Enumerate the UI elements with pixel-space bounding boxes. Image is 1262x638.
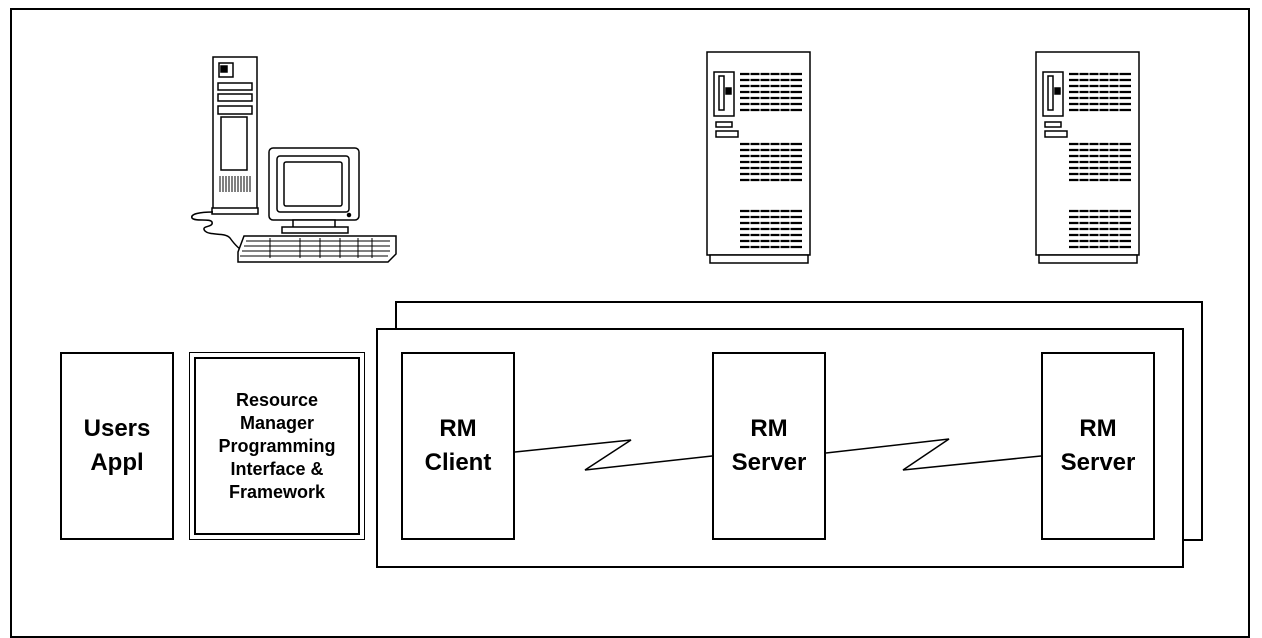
rm-client-box: RM Client [401,352,515,540]
client-server-link [514,439,713,471]
server-tower-icon [706,51,811,264]
framework-line-1: Resource [235,389,319,410]
rm-server-box-1: RM Server [712,352,826,540]
connection-lines [514,438,1042,471]
server-tower-icon [1035,51,1140,264]
framework-line-2: Manager [239,412,315,433]
server-server-link [825,438,1042,471]
framework-box: Resource Manager Programming Interface &… [189,352,365,540]
rm-server-1-line-1: RM [750,415,788,442]
rm-server-box-2: RM Server [1041,352,1155,540]
framework-line-3: Programming [218,435,336,456]
rm-server-2-line-2: Server [1060,449,1136,476]
workstation-icon [191,56,397,263]
framework-line-5: Framework [228,481,326,502]
rm-client-line-2: Client [424,449,492,476]
rm-client-line-1: RM [439,415,477,442]
framework-line-4: Interface & [230,458,324,479]
users-application-box: Users Appl [60,352,174,540]
appl-label: Appl [90,449,144,476]
users-label: Users [83,415,151,442]
rm-server-1-line-2: Server [731,449,807,476]
rm-server-2-line-1: RM [1079,415,1117,442]
